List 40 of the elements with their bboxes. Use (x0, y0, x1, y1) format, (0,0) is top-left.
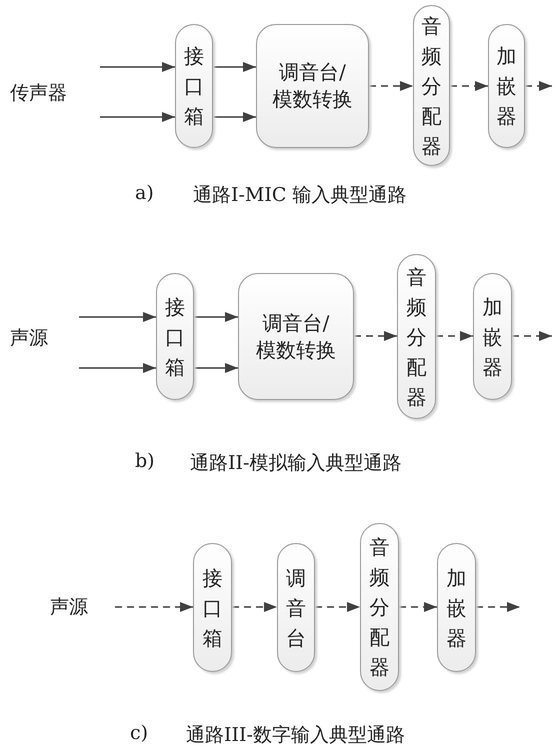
arrow (354, 331, 397, 341)
arrow (79, 363, 156, 373)
process-pill: 加嵌器 (473, 273, 512, 400)
arrow (194, 363, 238, 373)
source-label: 声源 (10, 326, 48, 350)
process-pill: 接口箱 (193, 543, 232, 672)
panel-letter: b) (135, 450, 155, 472)
arrow (436, 331, 473, 341)
arrow (512, 331, 552, 341)
arrow (100, 112, 175, 122)
process-box: 调音台/模数转换 (238, 273, 354, 400)
process-pill: 接口箱 (175, 24, 213, 148)
panel-caption: 通路I-MIC 输入典型通路 (193, 183, 406, 208)
process-pill: 音频分配器 (360, 523, 399, 691)
process-pill: 加嵌器 (437, 543, 476, 672)
arrow (232, 602, 277, 612)
arrow (369, 81, 413, 91)
source-label: 声源 (50, 595, 88, 620)
panel-caption: 通路III-数字输入典型通路 (186, 723, 405, 748)
process-pill: 接口箱 (156, 273, 194, 400)
process-pill: 音频分配器 (413, 5, 450, 166)
source-label: 传声器 (10, 80, 67, 106)
panel-letter: c) (130, 722, 148, 744)
process-pill: 音频分配器 (397, 254, 436, 419)
panel-caption: 通路II-模拟输入典型通路 (190, 451, 402, 476)
arrow (79, 312, 156, 322)
process-box: 调音台/模数转换 (256, 24, 369, 148)
arrow (100, 62, 175, 72)
arrow (213, 112, 256, 122)
arrow (399, 602, 437, 612)
arrow (315, 602, 360, 612)
arrow (476, 602, 520, 612)
panel-letter: a) (135, 182, 154, 204)
arrow (115, 602, 193, 612)
arrow (194, 312, 238, 322)
arrow (450, 81, 488, 91)
arrow (213, 62, 256, 72)
process-pill: 加嵌器 (488, 24, 525, 148)
arrow (525, 81, 552, 91)
process-pill: 调音台 (277, 543, 315, 672)
